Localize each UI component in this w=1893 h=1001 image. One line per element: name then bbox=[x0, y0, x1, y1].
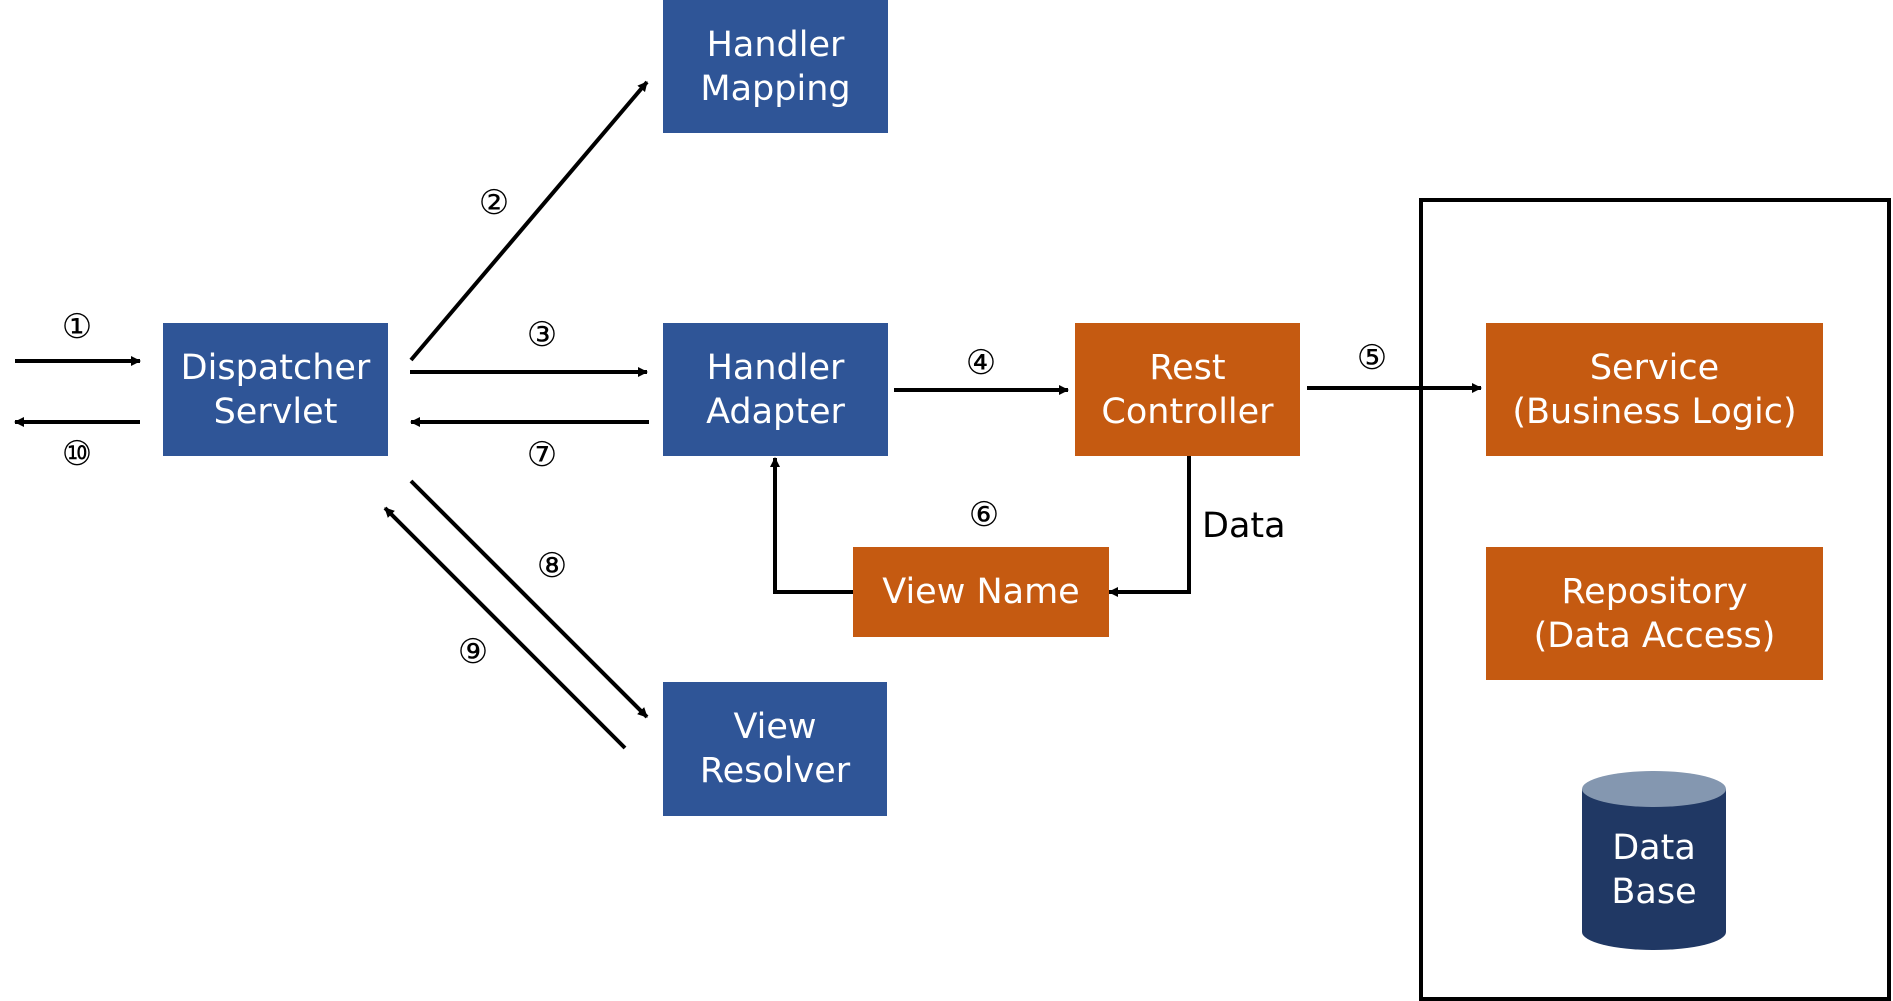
step-9-label: ⑨ bbox=[457, 632, 489, 672]
data-edge-label: Data bbox=[1202, 506, 1286, 546]
handler-adapter-line1: Handler bbox=[706, 347, 845, 388]
repository-box: Repository (Data Access) bbox=[1486, 547, 1823, 680]
arrow-from-view-resolver bbox=[383, 506, 627, 750]
step-5-label: ⑤ bbox=[1356, 338, 1388, 378]
handler-adapter-line2: Adapter bbox=[706, 391, 845, 432]
view-resolver-line2: Resolver bbox=[699, 751, 851, 791]
dispatcher-servlet-line1: Dispatcher bbox=[180, 347, 371, 388]
rest-controller-box: Rest Controller bbox=[1075, 323, 1300, 456]
arrow-to-handler-mapping bbox=[409, 80, 649, 362]
service-line2: (Business Logic) bbox=[1512, 391, 1797, 432]
dispatcher-servlet-line2: Servlet bbox=[213, 391, 338, 432]
repository-line2: (Data Access) bbox=[1533, 615, 1776, 656]
database-line2: Base bbox=[1611, 872, 1697, 912]
step-8-label: ⑧ bbox=[536, 546, 568, 586]
step-10-label: ⑩ bbox=[61, 434, 93, 474]
arrow-viewname-to-adapter bbox=[770, 457, 853, 594]
backend-container bbox=[1419, 198, 1891, 1001]
view-resolver-line1: View bbox=[733, 707, 817, 747]
step-2-label: ② bbox=[478, 183, 510, 223]
view-resolver-box: View Resolver bbox=[663, 682, 887, 816]
handler-adapter-box: Handler Adapter bbox=[663, 323, 888, 456]
handler-mapping-line1: Handler bbox=[706, 24, 845, 65]
step-3-label: ③ bbox=[526, 315, 558, 355]
service-line1: Service bbox=[1589, 347, 1720, 388]
step-4-label: ④ bbox=[965, 343, 997, 383]
rest-controller-line2: Controller bbox=[1101, 391, 1274, 432]
handler-mapping-box: Handler Mapping bbox=[663, 0, 888, 133]
database-cylinder bbox=[1582, 771, 1726, 950]
view-name-box: View Name bbox=[853, 547, 1109, 637]
arrow-controller-data-to-viewname bbox=[1108, 456, 1191, 597]
rest-controller-line1: Rest bbox=[1149, 347, 1226, 388]
service-box: Service (Business Logic) bbox=[1486, 323, 1823, 456]
handler-mapping-line2: Mapping bbox=[700, 68, 851, 109]
step-7-label: ⑦ bbox=[526, 435, 558, 475]
arrow-to-view-resolver bbox=[409, 479, 649, 719]
view-name-label: View Name bbox=[882, 572, 1080, 612]
repository-line1: Repository bbox=[1561, 571, 1748, 612]
dispatcher-servlet-box: Dispatcher Servlet bbox=[163, 323, 388, 456]
step-6-label: ⑥ bbox=[968, 495, 1000, 535]
step-1-label: ① bbox=[61, 307, 93, 347]
database-label: Data Base bbox=[1582, 826, 1726, 914]
database-line1: Data bbox=[1612, 828, 1696, 868]
